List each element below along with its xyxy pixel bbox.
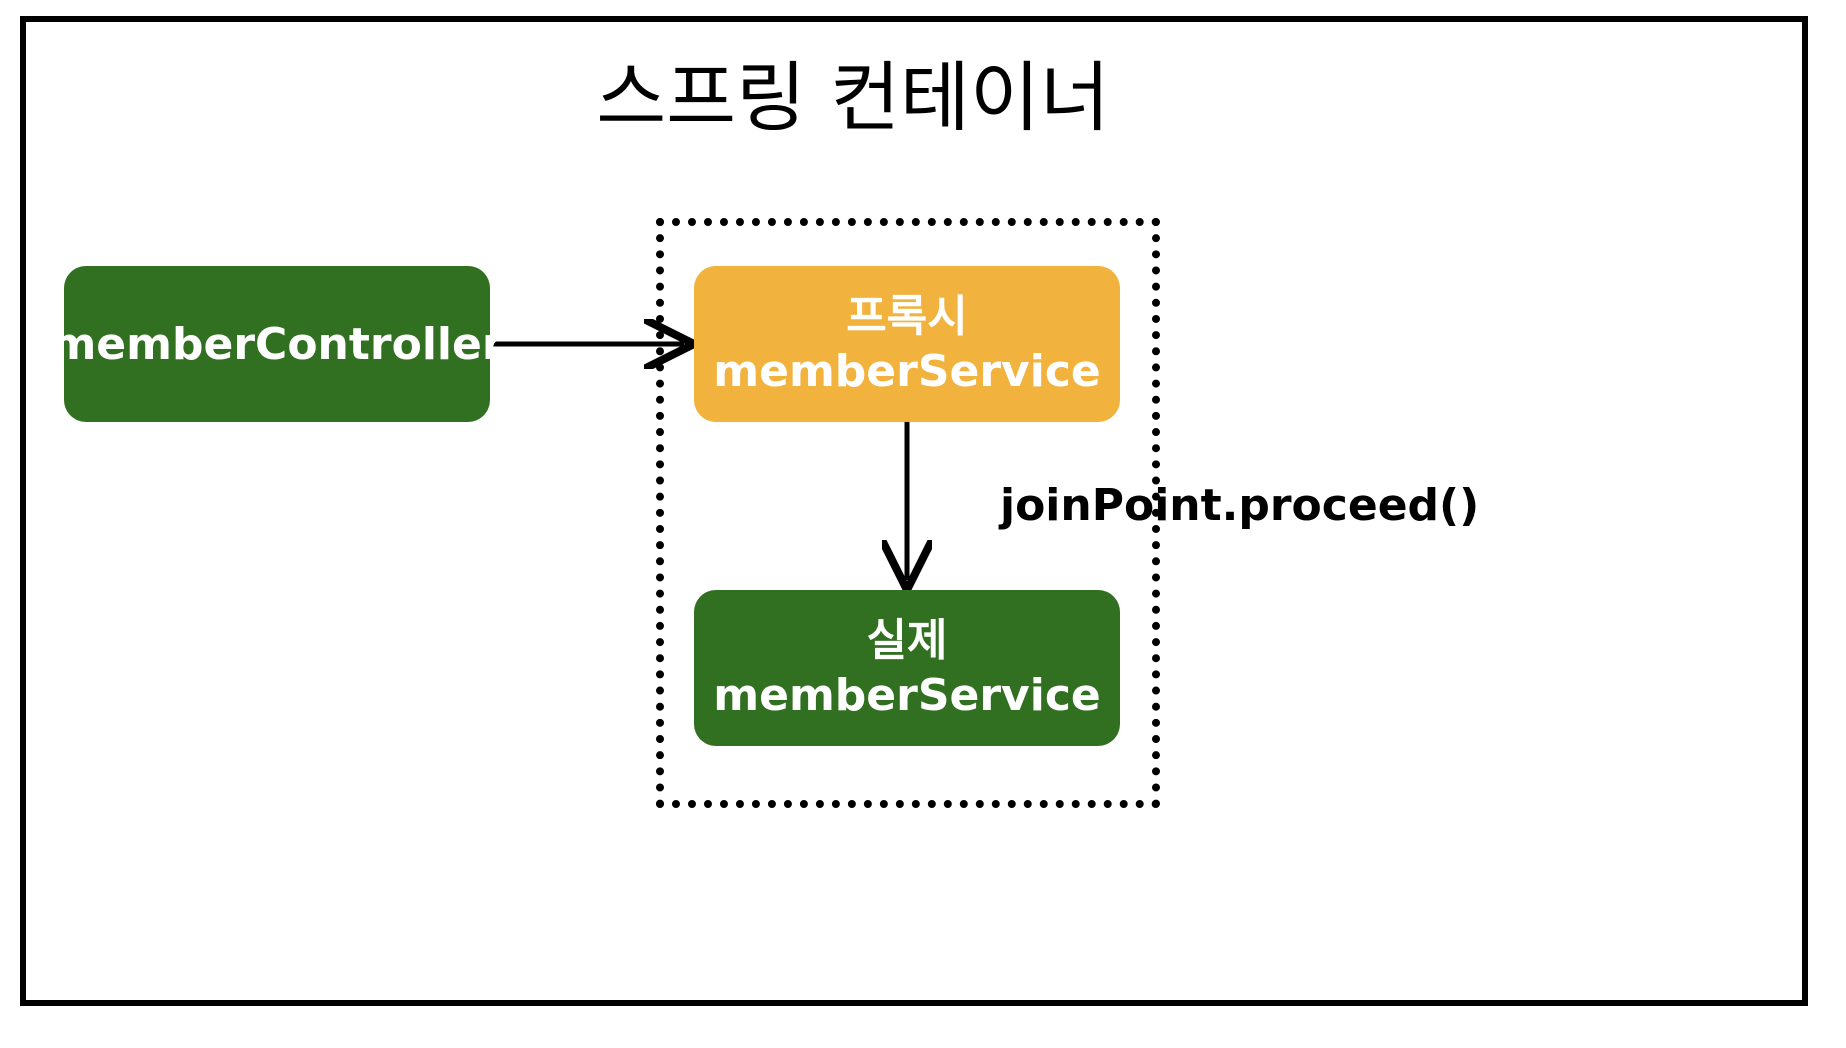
real-member-service-node: 실제 memberService [694,590,1120,746]
real-label: 실제 [866,615,948,666]
member-controller-node: memberController [50,266,504,422]
real-service-label: memberService [713,670,1101,721]
proceed-edge-label: joinPoint.proceed() [1000,480,1480,531]
spring-container-frame [20,16,1808,1006]
proxy-label: 프록시 [846,291,968,342]
container-title: 스프링 컨테이너 [596,53,1110,142]
proxy-member-service-node: 프록시 memberService [694,266,1120,422]
proxy-service-label: memberService [713,346,1101,397]
proxy-group-boundary [656,218,1160,808]
member-controller-label: memberController [50,318,504,370]
